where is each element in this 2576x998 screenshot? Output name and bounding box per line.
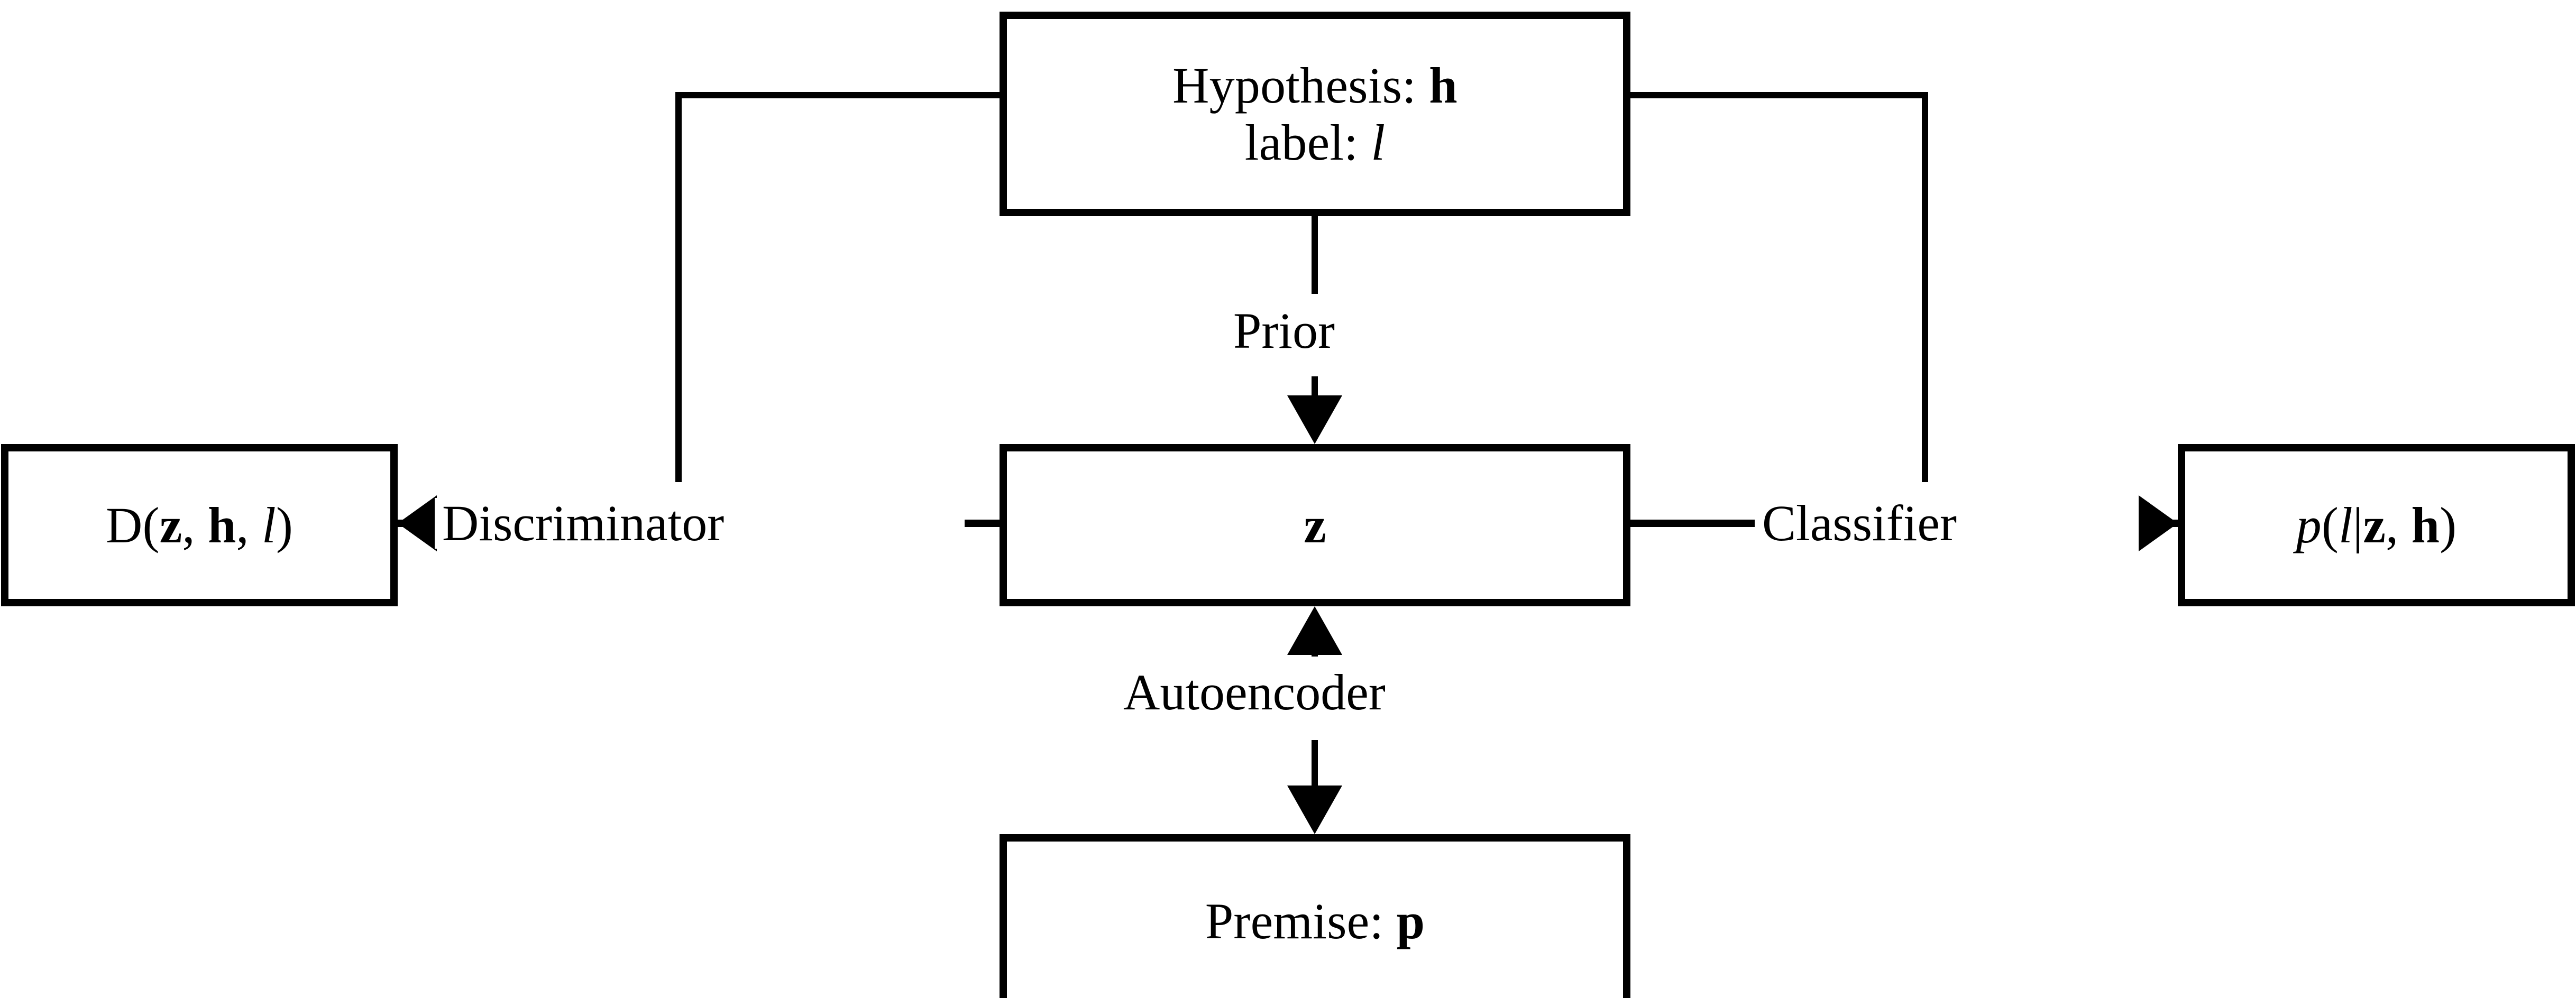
edge-label-autoencoder: Autoencoder [1116,667,1393,718]
classifier-arg-h: h [2411,496,2440,553]
discriminator-arg-z: z [159,496,182,553]
edge-label-discriminator: Discriminator [435,498,732,549]
hypothesis-sublabel-line: label: l [1245,114,1386,171]
classifier-open-paren: ( [2321,496,2339,553]
classifier-arg-l: l [2339,496,2353,553]
classifier-arg-z: z [2363,496,2386,553]
latent-variable-box[interactable]: z [1000,444,1630,606]
latent-symbol-z: z [1304,496,1326,553]
edge-label-classifier: Classifier [1755,498,1964,549]
discriminator-sep-2: , [236,496,262,553]
label-prefix-text: label: [1244,114,1371,171]
hypothesis-prefix-text: Hypothesis: [1172,57,1429,114]
premise-prefix-text: Premise: [1205,893,1397,950]
discriminator-sep-1: , [182,496,208,553]
hypothesis-symbol-h: h [1429,57,1457,114]
premise-label-line: Premise: p [1205,893,1425,950]
edge-label-prior: Prior [1226,306,1342,356]
classifier-sep: , [2386,496,2412,553]
classifier-output-expression: p(l|z, h) [2296,497,2457,554]
edge-hypothesis-to-discriminator-bracket [675,92,1003,482]
discriminator-output-expression: D(z, h, l) [106,497,293,554]
hypothesis-box[interactable]: Hypothesis: h label: l [1000,12,1630,216]
classifier-conditional-bar: | [2352,496,2363,553]
premise-box[interactable]: Premise: p [1000,834,1630,998]
classifier-close-paren: ) [2440,496,2457,553]
discriminator-arg-h: h [207,496,236,553]
label-symbol-l: l [1371,114,1386,171]
discriminator-func-text: D( [106,496,160,553]
premise-symbol-p: p [1396,893,1425,950]
classifier-func-p: p [2296,496,2322,553]
discriminator-output-box[interactable]: D(z, h, l) [1,444,398,606]
classifier-output-box[interactable]: p(l|z, h) [2178,444,2575,606]
hypothesis-label-line: Hypothesis: h [1172,57,1457,114]
discriminator-close-paren: ) [276,496,293,553]
discriminator-arg-l: l [261,496,276,553]
edge-hypothesis-to-classifier-bracket [1627,92,1928,482]
